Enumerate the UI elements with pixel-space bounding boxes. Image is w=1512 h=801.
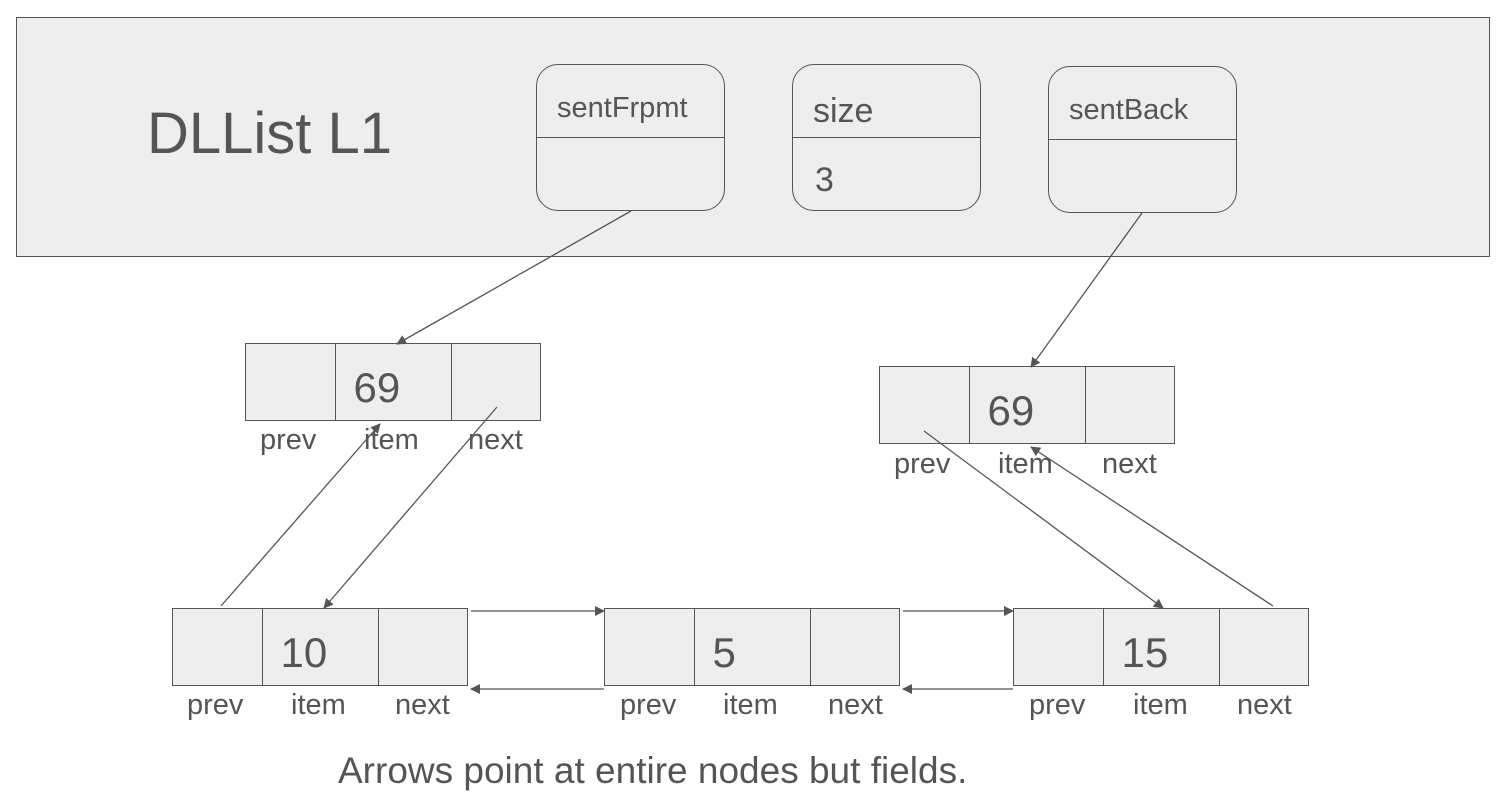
node-prev-cell (245, 343, 336, 421)
field-sentback: sentBack (1048, 66, 1237, 213)
field-divider (793, 137, 980, 138)
node-item-cell: 15 (1102, 608, 1221, 686)
label-item: item (291, 689, 346, 721)
label-next: next (828, 689, 883, 721)
footnote-text: Arrows point at entire nodes but fields. (338, 750, 968, 791)
node-sentinel-front: 69 (245, 343, 541, 421)
label-next: next (395, 689, 450, 721)
node-next-cell (378, 608, 468, 686)
node-next-cell (1219, 608, 1309, 686)
node-prev-cell (172, 608, 263, 686)
node-next-cell (451, 343, 541, 421)
label-next: next (1102, 448, 1157, 480)
label-item: item (723, 689, 778, 721)
node-next-cell (810, 608, 900, 686)
node-prev-cell (1013, 608, 1104, 686)
field-size-label: size (813, 92, 874, 130)
node-10: 10 (172, 608, 468, 686)
node-item-cell: 10 (261, 608, 380, 686)
list-title: DLList L1 (147, 101, 393, 166)
node-item-value: 15 (1121, 629, 1169, 676)
label-prev: prev (187, 689, 244, 721)
field-size-value: 3 (815, 161, 834, 199)
label-next: next (468, 424, 523, 456)
label-prev: prev (1029, 689, 1086, 721)
node-item-value: 5 (712, 629, 736, 676)
node-prev-cell (879, 366, 970, 444)
field-divider (1049, 139, 1236, 140)
node-item-cell: 69 (968, 366, 1087, 444)
label-prev: prev (894, 448, 951, 480)
node-item-value: 69 (353, 364, 401, 411)
label-next: next (1237, 689, 1292, 721)
node-next-cell (1085, 366, 1175, 444)
label-item: item (1133, 689, 1188, 721)
node-prev-cell (604, 608, 695, 686)
field-size: size 3 (792, 64, 981, 211)
dllist-container (16, 17, 1490, 257)
node-item-cell: 5 (693, 608, 812, 686)
node-5: 5 (604, 608, 900, 686)
node-item-value: 10 (280, 629, 328, 676)
label-item: item (998, 448, 1053, 480)
node-item-cell: 69 (334, 343, 453, 421)
node-item-value: 69 (987, 387, 1035, 434)
node-sentinel-back: 69 (879, 366, 1175, 444)
field-divider (537, 137, 724, 138)
node-15: 15 (1013, 608, 1309, 686)
label-prev: prev (620, 689, 677, 721)
field-sentfront: sentFrpmt (536, 64, 725, 211)
field-sentback-label: sentBack (1069, 94, 1189, 126)
field-sentfront-label: sentFrpmt (557, 92, 688, 124)
label-item: item (364, 424, 419, 456)
label-prev: prev (260, 424, 317, 456)
